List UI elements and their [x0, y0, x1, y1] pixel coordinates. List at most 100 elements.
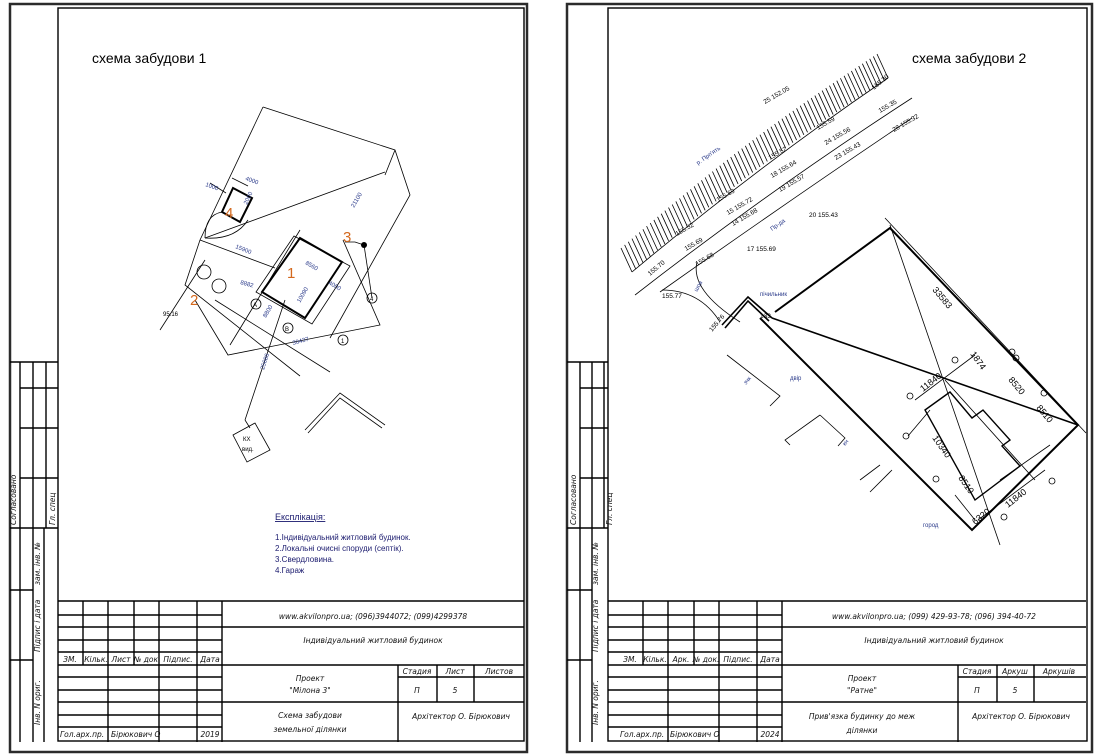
hatch-line: [642, 229, 655, 254]
hatch-line: [704, 177, 717, 202]
hatch-line: [869, 58, 882, 83]
sheet-heading: схема забудови 2: [912, 50, 1026, 66]
hatch-line: [719, 165, 732, 190]
hatch-line: [627, 241, 640, 266]
hatch-line: [840, 78, 852, 103]
explication-item: 4.Гараж: [275, 566, 305, 575]
explication-item: 2.Локальні очисні споруди (септік).: [275, 544, 404, 553]
kx-label: КХ: [243, 437, 251, 443]
dim-label: 4000: [244, 176, 259, 186]
hatch-line: [766, 129, 779, 154]
chief-label: Гол.арх.пр.: [620, 730, 664, 739]
stage-value: П: [974, 686, 980, 695]
hatch-line: [799, 105, 812, 130]
sheet-header: Лист: [444, 667, 465, 676]
hatch-line: [748, 142, 761, 168]
elevation: 133: [760, 313, 771, 320]
year: 2024: [760, 730, 779, 739]
kx-sublabel: вид.: [242, 447, 254, 453]
hatch-line: [668, 207, 680, 232]
hatch-line: [675, 201, 688, 226]
drawing-frame: [607, 7, 1088, 742]
project-label: Проект: [296, 674, 325, 683]
col-header: Кільк.: [643, 655, 667, 664]
septic-tank: [196, 264, 212, 280]
garden-label: город: [923, 523, 939, 529]
hatch-line: [843, 75, 856, 100]
hatch-line: [697, 183, 710, 208]
drawing-title: Прив'язка будинку до меж: [809, 712, 916, 721]
hatch-line: [723, 162, 735, 187]
hatch-line: [708, 174, 721, 199]
hatch-line: [734, 154, 746, 179]
year: 2019: [200, 730, 219, 739]
marker-house: 1: [287, 265, 295, 282]
marker-septic: 2: [190, 292, 198, 309]
col-header: Дата: [199, 655, 220, 664]
hatch-line: [682, 195, 695, 220]
hatch-line: [744, 145, 757, 170]
side-stamp: Согласовано Гл. спец зам. інв. № Підпис …: [567, 361, 614, 742]
hatch-line: [759, 134, 772, 159]
title-block: www.akvilonpro.ua; (099) 429-93-78; (096…: [608, 600, 1086, 742]
map-label: зчк: [743, 376, 753, 387]
hatch-line: [686, 192, 699, 217]
stamp-sign-date: Підпис і дата: [591, 599, 600, 652]
hatch-line: [737, 151, 750, 176]
elevation: 20 155.43: [809, 212, 838, 219]
site-plan-1: КХ вид. 1 2 3 4 1000 4000 2000 15900 211…: [159, 106, 411, 463]
drawing-frame: [57, 7, 525, 742]
explication-item: 1.Індивідуальний житловий будинок.: [275, 533, 411, 542]
stamp-replaced-inv: зам. інв. №: [33, 542, 42, 585]
hatch-line: [664, 210, 677, 235]
stamp-sign-date: Підпис і дата: [33, 599, 42, 652]
hatch-line: [631, 238, 644, 263]
col-header: Арк.: [672, 655, 690, 664]
col-header: ЗМ.: [623, 655, 637, 664]
hatch-line: [865, 61, 878, 86]
neighbor-building: [304, 392, 386, 434]
hatch-line: [755, 137, 768, 162]
hatch-line: [788, 113, 801, 138]
chief-name: Бірюкович О: [670, 730, 720, 739]
dim-label: 1000: [204, 182, 219, 192]
sheet-1: схема забудови 1 Согласовано Гл. спец за…: [8, 2, 529, 754]
sheets-header: Аркушів: [1042, 667, 1075, 676]
sheet-heading: схема забудови 1: [92, 50, 206, 66]
explication-heading: Експлікація:: [275, 512, 325, 522]
hatch-line: [810, 97, 823, 123]
stage-header: Стадия: [963, 667, 992, 676]
hatch-line: [792, 110, 805, 136]
stage-value: П: [414, 686, 420, 695]
stamp-orig-inv: Інв. N ориг.: [33, 680, 42, 725]
axis-4: 4: [370, 297, 374, 303]
dim-label: 25686: [260, 352, 271, 370]
yard-label: двір: [790, 376, 802, 382]
house-outline: [924, 391, 1022, 502]
chief-name: Бірюкович О: [111, 730, 161, 739]
hatch-line: [635, 235, 647, 260]
hatch-line: [829, 85, 841, 110]
hatch-line: [851, 70, 863, 96]
map-label: шов: [694, 280, 705, 293]
dim-label: 2000: [243, 191, 254, 206]
hatch-line: [620, 247, 633, 273]
hatch-line: [858, 65, 871, 91]
road-edge: [634, 97, 913, 296]
axis-a: А: [253, 303, 257, 309]
project-label: Проект: [848, 674, 877, 683]
building-title: Індивідуальний житловий будинок: [864, 636, 1004, 645]
title-block: www.akvilonpro.ua; (096)3944072; (099)42…: [58, 600, 524, 742]
hatch-line: [671, 204, 684, 229]
septic-tank: [211, 278, 227, 294]
hatch-line: [763, 131, 775, 157]
hatch-line: [847, 73, 860, 98]
col-header: Лист: [110, 655, 131, 664]
chief-label: Гол.арх.пр.: [60, 730, 104, 739]
col-header: Дата: [759, 655, 780, 664]
sheets-header: Листов: [484, 667, 513, 676]
hatch-line: [715, 168, 728, 193]
river-bank-hatching: [620, 53, 889, 273]
architect: Архітектор О. Бірюкович: [411, 712, 510, 721]
